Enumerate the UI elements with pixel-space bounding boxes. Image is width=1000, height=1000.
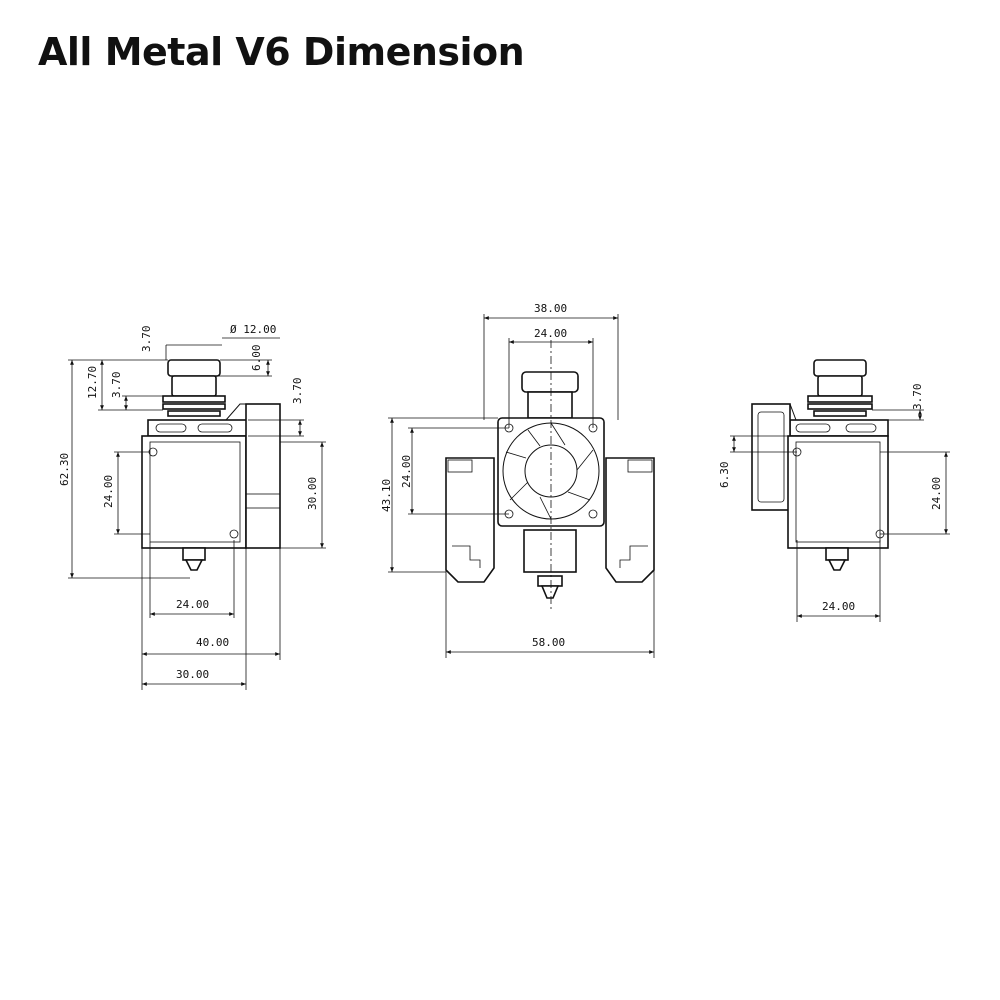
right-duct-detail	[619, 545, 648, 568]
dim-left-3-70-b: 3.70	[110, 372, 123, 399]
bracket-edge	[225, 403, 248, 421]
mount-bracket	[789, 419, 889, 437]
screw-hole	[229, 529, 239, 539]
duct-tab	[447, 459, 473, 473]
fan-housing	[141, 435, 247, 549]
heater-block	[825, 547, 849, 561]
heatsink-cap	[521, 371, 579, 393]
heatsink-cap	[813, 359, 867, 377]
nozzle-base	[537, 575, 563, 587]
dim-front-58: 58.00	[532, 636, 565, 649]
heatsink-neck	[527, 391, 573, 419]
right-side-view: 3.70 6.30 24.00 24.00	[718, 359, 950, 622]
dim-left-total-height: 62.30	[58, 453, 71, 486]
nozzle	[184, 559, 204, 571]
left-duct-detail	[452, 545, 481, 568]
heatsink-fin	[167, 410, 221, 417]
side-duct	[245, 403, 281, 549]
heater-block	[523, 529, 577, 573]
heatsink-fin	[162, 403, 226, 410]
right-duct	[605, 457, 655, 583]
heatsink-fin	[807, 403, 873, 410]
slot	[155, 423, 187, 433]
nozzle	[827, 559, 847, 571]
heatsink-fin	[813, 410, 867, 417]
fan-housing	[787, 435, 889, 549]
dim-right-3-70: 3.70	[911, 384, 924, 411]
dim-left-cap-height: 3.70	[140, 326, 153, 353]
heater-block	[182, 547, 206, 561]
front-view: 38.00 24.00 43.10 24.00 58.00	[380, 302, 655, 658]
dim-left-40: 40.00	[196, 636, 229, 649]
dim-front-24-horiz: 24.00	[534, 327, 567, 340]
fan-blades	[505, 422, 594, 520]
heatsink-neck	[817, 375, 863, 397]
duct-tab	[627, 459, 653, 473]
dim-front-24-vert: 24.00	[400, 455, 413, 488]
dim-right-6-30: 6.30	[718, 462, 731, 489]
left-duct	[445, 457, 495, 583]
dim-front-43-10: 43.10	[380, 479, 393, 512]
dim-left-neck: 6.00	[250, 345, 263, 372]
housing-inner	[795, 441, 881, 543]
dim-right-24-horiz: 24.00	[822, 600, 855, 613]
nozzle	[540, 585, 560, 599]
heatsink-fin	[162, 395, 226, 403]
dim-left-diameter: Ø 12.00	[230, 323, 276, 336]
slot	[795, 423, 831, 433]
heatsink-fin	[807, 395, 873, 403]
housing-inner	[149, 441, 241, 543]
dim-left-12-70: 12.70	[86, 366, 99, 399]
dim-front-38: 38.00	[534, 302, 567, 315]
page-title: All Metal V6 Dimension	[38, 30, 525, 74]
dim-left-24-horiz: 24.00	[176, 598, 209, 611]
slot	[845, 423, 877, 433]
dim-left-24-vert: 24.00	[102, 475, 115, 508]
left-side-view: 3.70 Ø 12.00 6.00 12.70 3.70 3.70 62.30 …	[58, 323, 326, 690]
heatsink-neck	[171, 375, 217, 397]
duct-tab	[245, 493, 281, 509]
duct-inner	[757, 411, 785, 503]
fan-screw	[588, 509, 598, 519]
heatsink-cap	[167, 359, 221, 377]
dim-left-3-70-c: 3.70	[291, 378, 304, 405]
dim-left-30-horiz: 30.00	[176, 668, 209, 681]
dim-left-30-vert: 30.00	[306, 477, 319, 510]
slot	[197, 423, 233, 433]
dim-right-24-vert: 24.00	[930, 477, 943, 510]
